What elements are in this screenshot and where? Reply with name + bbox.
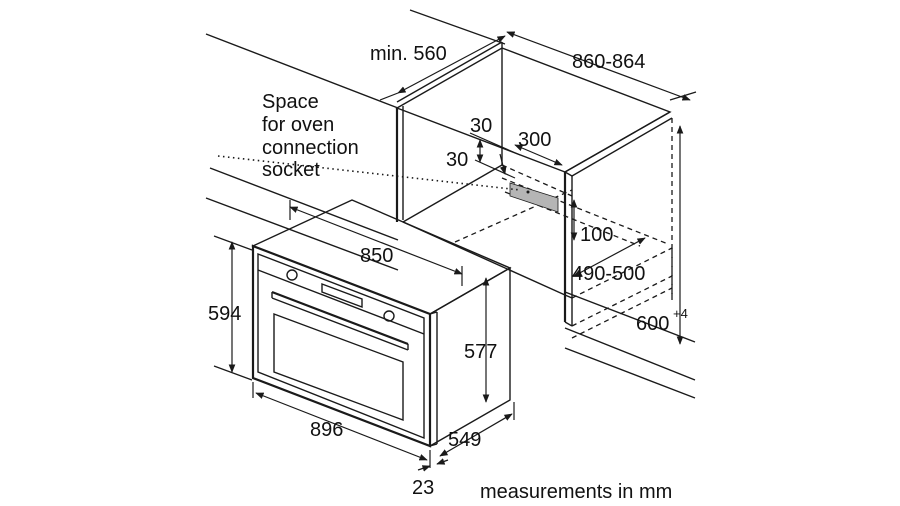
label-gap-30-side: 30 <box>446 149 468 171</box>
label-socket-width: 300 <box>518 129 551 151</box>
label-units-note: measurements in mm <box>480 481 672 503</box>
label-oven-depth: 549 <box>448 429 481 451</box>
cabinet-niche <box>395 41 673 339</box>
label-oven-width-front: 896 <box>310 419 343 441</box>
socket-dot <box>526 190 530 194</box>
label-socket-height: 100 <box>580 224 613 246</box>
label-socket-line1: Space <box>262 91 319 113</box>
label-oven-height-body: 577 <box>464 341 497 363</box>
oven <box>251 199 512 448</box>
label-socket-line2: for oven <box>262 114 334 136</box>
label-socket-line3: connection <box>262 137 359 159</box>
dimension-lines <box>213 9 697 472</box>
counter-lines <box>205 33 696 399</box>
label-panel-thickness: 23 <box>412 477 434 499</box>
label-gap-30-top: 30 <box>470 115 492 137</box>
label-oven-width-top: 850 <box>360 245 393 267</box>
label-niche-height-tolerance: +4 <box>673 306 688 321</box>
label-oven-height-front: 594 <box>208 303 241 325</box>
label-niche-depth: 490-500 <box>572 263 645 285</box>
label-min-depth: min. 560 <box>370 43 447 65</box>
label-cabinet-width: 860-864 <box>572 51 645 73</box>
socket-area <box>509 182 559 213</box>
label-niche-height: 600 <box>636 313 669 335</box>
socket-leader <box>217 155 521 191</box>
label-socket-line4: socket <box>262 159 320 181</box>
